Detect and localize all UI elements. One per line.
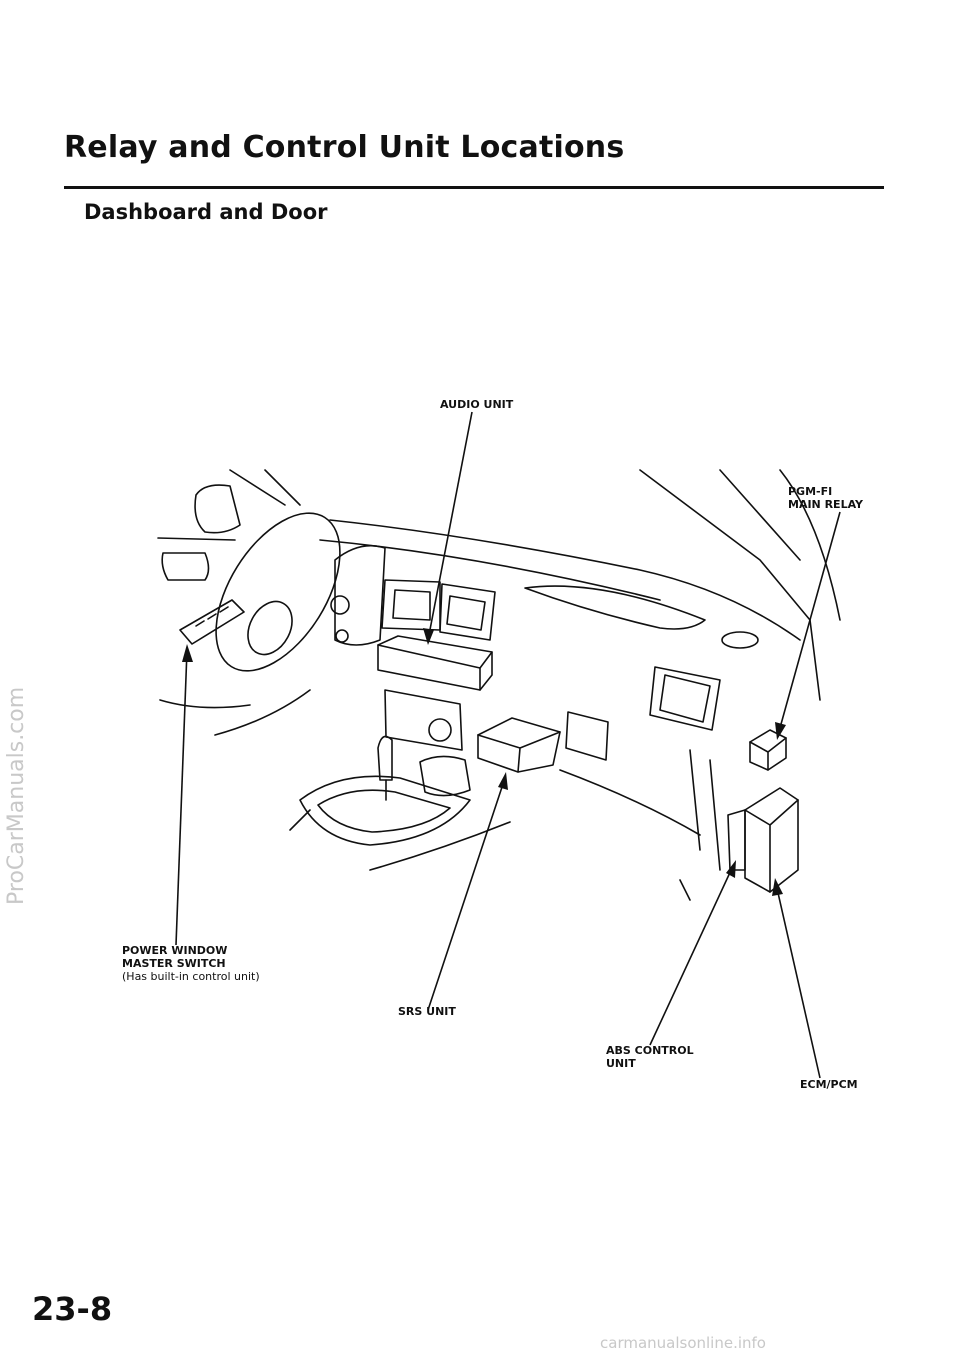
arrow-abs (726, 860, 736, 878)
leader-ecm (775, 883, 821, 1079)
steering-column (229, 469, 286, 506)
abs-control-box (727, 809, 746, 871)
power-window-switch (179, 599, 245, 645)
gear-shifter (377, 735, 393, 781)
srs-unit-box (477, 717, 561, 773)
callout-srs-unit: SRS UNIT (398, 1005, 456, 1018)
leader-power-window (175, 649, 188, 946)
page-title: Relay and Control Unit Locations (64, 130, 625, 165)
leader-pgm-fi (777, 511, 841, 736)
arrow-audio-unit (423, 628, 434, 645)
leader-srs (427, 777, 506, 1011)
audio-unit-box (377, 644, 481, 691)
callout-pgm-fi-main-relay: PGM-FI MAIN RELAY (788, 485, 864, 511)
climate-panel (384, 689, 463, 751)
callout-ecm-pcm: ECM/PCM (800, 1078, 858, 1091)
section-title: Dashboard and Door (84, 200, 328, 224)
arrow-srs (498, 772, 508, 790)
center-console (299, 775, 471, 846)
side-mirror (194, 484, 241, 534)
ecm-pcm-box (744, 787, 799, 893)
callout-power-window-master-switch: POWER WINDOW MASTER SWITCH (Has built-in… (122, 944, 260, 983)
page-number: 23-8 (32, 1290, 113, 1328)
dashboard-top (329, 519, 801, 641)
footer-watermark: carmanualsonline.info (600, 1334, 766, 1352)
passenger-vent (649, 666, 721, 731)
door-handle (161, 552, 210, 581)
door-lower-line (159, 699, 251, 709)
steering-hub (247, 600, 293, 656)
side-watermark: ProCarManuals.com (4, 686, 29, 905)
arrow-power-window (182, 644, 193, 662)
leader-abs (649, 865, 734, 1046)
defrost-vent (524, 585, 706, 630)
steering-wheel (215, 512, 341, 672)
pgm-fi-relay-box (749, 729, 787, 771)
arrow-ecm (772, 878, 783, 896)
callout-abs-control-unit: ABS CONTROL UNIT (606, 1044, 694, 1070)
instrument-cluster (334, 544, 386, 646)
callout-audio-unit: AUDIO UNIT (440, 398, 514, 411)
arrow-pgm-fi (775, 722, 786, 740)
title-rule (64, 186, 884, 189)
leader-audio-unit (427, 411, 473, 641)
door-panel-line (157, 537, 236, 541)
